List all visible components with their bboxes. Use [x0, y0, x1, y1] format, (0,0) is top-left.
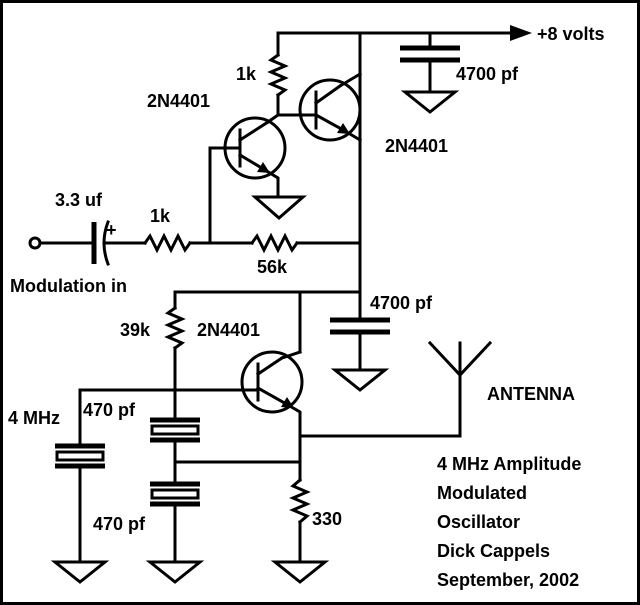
- input-cap-polarity: +: [106, 220, 117, 240]
- transistor-q1: [208, 112, 287, 245]
- crystal-label: 4 MHz: [8, 408, 60, 428]
- input-resistor-label: 1k: [150, 206, 171, 226]
- ground-symbol: [330, 368, 390, 392]
- input-cap-label: 3.3 uf: [55, 190, 103, 210]
- feedback-resistor-label: 56k: [257, 257, 288, 277]
- resistor-r1-1k: [267, 52, 289, 117]
- capacitor-input: [38, 220, 147, 266]
- q3-part-label: 2N4401: [197, 320, 260, 340]
- capacitor-supply-bypass: [400, 31, 460, 92]
- title-line-3: Oscillator: [437, 512, 520, 532]
- ground-symbol: [145, 560, 205, 584]
- crystal-4mhz: [55, 388, 177, 562]
- resistor-feedback-56k: [249, 232, 362, 254]
- mid-rail: [173, 268, 362, 354]
- capacitor-470pf-lower: [150, 481, 200, 562]
- supply-cap-label: 4700 pf: [456, 64, 519, 84]
- bias-resistor-label: 39k: [120, 320, 151, 340]
- ground-symbol: [270, 560, 330, 584]
- resistor-r1-label: 1k: [236, 64, 257, 84]
- emitter-resistor-label: 330: [312, 509, 342, 529]
- resistor-emitter-330: [289, 477, 311, 562]
- bypass-cap-label: 4700 pf: [370, 293, 433, 313]
- ground-symbol: [251, 195, 307, 220]
- antenna-label: ANTENNA: [487, 384, 575, 404]
- supply-voltage-label: +8 volts: [537, 24, 605, 44]
- upper-cap-label: 470 pf: [83, 400, 136, 420]
- input-label: Modulation in: [10, 276, 127, 296]
- title-line-1: 4 MHz Amplitude: [437, 454, 581, 474]
- q1-part-label: 2N4401: [147, 91, 210, 111]
- title-line-2: Modulated: [437, 483, 527, 503]
- transistor-q2: [276, 71, 363, 143]
- ground-symbol: [50, 560, 110, 584]
- capacitor-470pf-upper: [150, 388, 200, 484]
- author-line: Dick Cappels: [437, 541, 550, 561]
- lower-cap-label: 470 pf: [93, 514, 146, 534]
- resistor-bias-39k: [164, 290, 186, 392]
- resistor-input-1k: [142, 232, 254, 254]
- date-line: September, 2002: [437, 570, 579, 590]
- ground-symbol: [400, 90, 460, 114]
- q2-part-label: 2N4401: [385, 136, 448, 156]
- title-block: 4 MHz Amplitude Modulated Oscillator Dic…: [437, 454, 581, 590]
- capacitor-bypass: [330, 317, 390, 370]
- antenna-symbol: [298, 340, 493, 438]
- transistor-q3: [173, 350, 304, 482]
